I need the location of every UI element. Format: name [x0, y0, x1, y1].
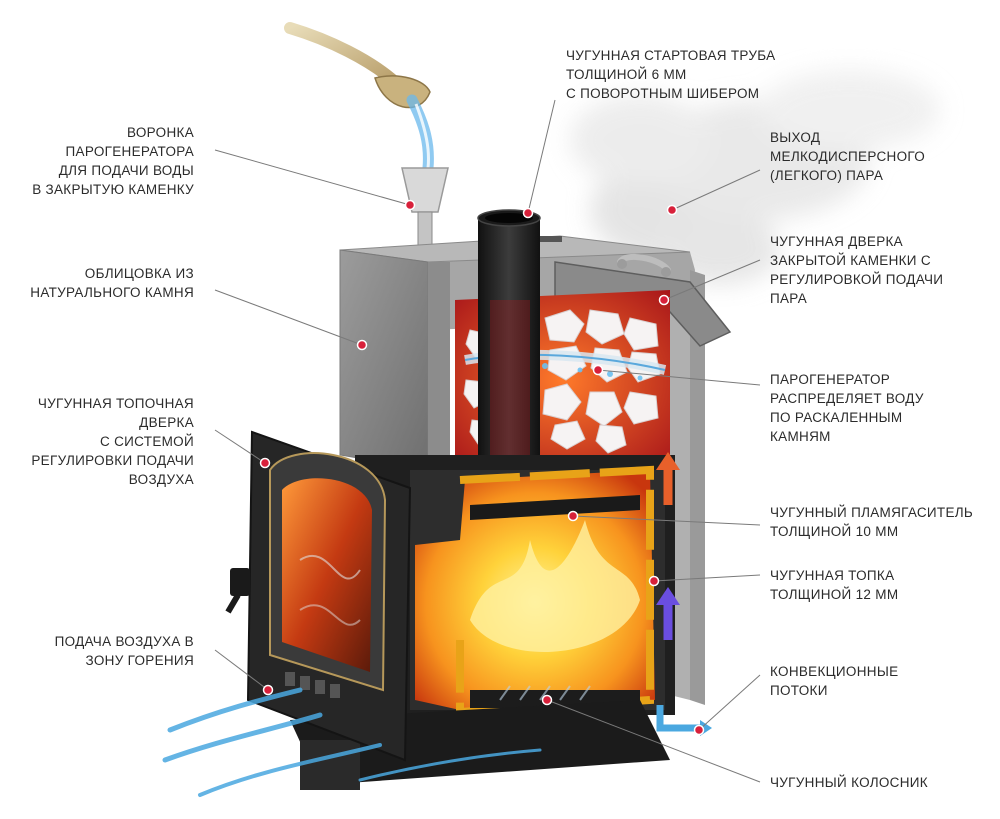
callout-convection-line: ПОТОКИ: [770, 683, 828, 698]
callout-steamgen-line: РАСПРЕДЕЛЯЕТ ВОДУ: [770, 391, 924, 406]
callout-funnel-line: В ЗАКРЫТУЮ КАМЕНКУ: [32, 182, 194, 197]
callout-fire-door: ЧУГУННАЯ ТОПОЧНАЯ ДВЕРКА С СИСТЕМОЙ РЕГУ…: [31, 394, 194, 489]
convection-arrows: [656, 452, 712, 736]
callout-flame-line: ТОЛЩИНОЙ 10 ММ: [770, 524, 899, 539]
callout-steamgen-line: КАМНЯМ: [770, 429, 831, 444]
steam-cloud: [570, 70, 940, 285]
callout-funnel-line: ПАРОГЕНЕРАТОРА: [65, 144, 194, 159]
callout-pipe-line: С ПОВОРОТНЫМ ШИБЕРОМ: [566, 86, 760, 101]
callout-pipe-line: ТОЛЩИНОЙ 6 ММ: [566, 67, 687, 82]
callout-stone-line: НАТУРАЛЬНОГО КАМНЯ: [30, 285, 194, 300]
water-ladle: [284, 22, 434, 174]
callout-flame-damper: ЧУГУННЫЙ ПЛАМЯГАСИТЕЛЬ ТОЛЩИНОЙ 10 ММ: [770, 503, 973, 541]
callout-firedoor-line: ВОЗДУХА: [128, 472, 194, 487]
callout-steam-line: ВЫХОД: [770, 130, 821, 145]
callout-heater-door: ЧУГУННАЯ ДВЕРКА ЗАКРЫТОЙ КАМЕНКИ С РЕГУЛ…: [770, 232, 943, 308]
callout-steam-generator: ПАРОГЕНЕРАТОР РАСПРЕДЕЛЯЕТ ВОДУ ПО РАСКА…: [770, 370, 924, 446]
callout-stone-line: ОБЛИЦОВКА ИЗ: [84, 266, 194, 281]
callout-firebox-line: ТОЛЩИНОЙ 12 ММ: [770, 587, 899, 602]
callout-firedoor-line: С СИСТЕМОЙ: [100, 434, 194, 449]
air-streams: [162, 687, 542, 797]
start-pipe: [477, 209, 562, 468]
callout-firedoor-line: ЧУГУННАЯ ТОПОЧНАЯ: [37, 396, 194, 411]
callout-pipe-line: ЧУГУННАЯ СТАРТОВАЯ ТРУБА: [566, 48, 776, 63]
callout-heaterdoor-line: РЕГУЛИРОВКОЙ ПОДАЧИ: [770, 272, 944, 287]
callout-steam-line: (ЛЕГКОГО) ПАРА: [770, 168, 884, 183]
callout-firebox: ЧУГУННАЯ ТОПКА ТОЛЩИНОЙ 12 ММ: [770, 566, 898, 604]
callout-grate: ЧУГУННЫЙ КОЛОСНИК: [770, 773, 928, 792]
callout-dots: [259, 199, 705, 736]
callout-air-supply: ПОДАЧА ВОЗДУХА В ЗОНУ ГОРЕНИЯ: [55, 632, 194, 670]
callout-convection: КОНВЕКЦИОННЫЕ ПОТОКИ: [770, 662, 898, 700]
callout-funnel-line: ДЛЯ ПОДАЧИ ВОДЫ: [58, 163, 194, 178]
callout-funnel-line: ВОРОНКА: [127, 125, 194, 140]
callout-air-line: ПОДАЧА ВОЗДУХА В: [54, 634, 194, 649]
callout-firedoor-line: ДВЕРКА: [139, 415, 194, 430]
callout-air-line: ЗОНУ ГОРЕНИЯ: [85, 653, 194, 668]
callout-grate-line: ЧУГУННЫЙ КОЛОСНИК: [770, 775, 928, 790]
callout-steam-line: МЕЛКОДИСПЕРСНОГО: [770, 149, 926, 164]
fire-door: [225, 430, 412, 762]
callout-convection-line: КОНВЕКЦИОННЫЕ: [770, 664, 899, 679]
callout-heaterdoor-line: ЗАКРЫТОЙ КАМЕНКИ С: [770, 253, 931, 268]
callout-steamgen-line: ПО РАСКАЛЕННЫМ: [770, 410, 903, 425]
callout-funnel: ВОРОНКА ПАРОГЕНЕРАТОРА ДЛЯ ПОДАЧИ ВОДЫ В…: [32, 123, 194, 199]
callout-start-pipe: ЧУГУННАЯ СТАРТОВАЯ ТРУБА ТОЛЩИНОЙ 6 ММ С…: [566, 46, 775, 103]
callout-heaterdoor-line: ЧУГУННАЯ ДВЕРКА: [770, 234, 903, 249]
callout-steam-output: ВЫХОД МЕЛКОДИСПЕРСНОГО (ЛЕГКОГО) ПАРА: [770, 128, 925, 185]
leader-lines: [214, 99, 761, 783]
callout-flame-line: ЧУГУННЫЙ ПЛАМЯГАСИТЕЛЬ: [770, 505, 974, 520]
callout-firebox-line: ЧУГУННАЯ ТОПКА: [770, 568, 895, 583]
callout-heaterdoor-line: ПАРА: [770, 291, 808, 306]
callout-stone-cladding: ОБЛИЦОВКА ИЗ НАТУРАЛЬНОГО КАМНЯ: [30, 264, 194, 302]
callout-steamgen-line: ПАРОГЕНЕРАТОР: [770, 372, 891, 387]
callout-firedoor-line: РЕГУЛИРОВКИ ПОДАЧИ: [31, 453, 194, 468]
